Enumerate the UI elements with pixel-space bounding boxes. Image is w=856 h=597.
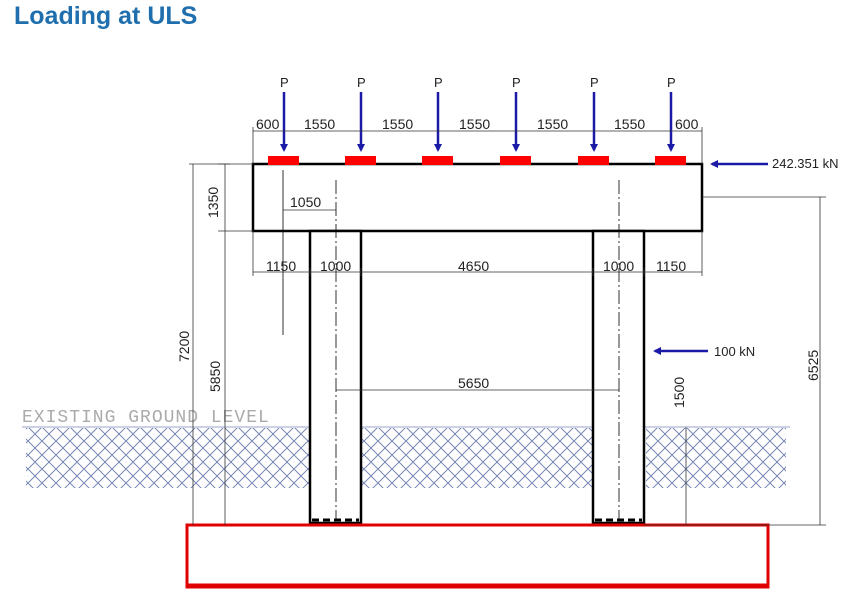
pier-cap <box>251 162 704 233</box>
column-horizontal-load-label: 100 kN <box>714 344 755 359</box>
dim-column-centres: 5650 <box>458 375 489 391</box>
dim-bottom-2: 1000 <box>320 258 351 274</box>
point-load-label-4: P <box>512 75 521 90</box>
left-column <box>308 229 363 525</box>
dim-total-height: 7200 <box>176 331 192 362</box>
point-load-label-5: P <box>590 75 599 90</box>
dim-top-4: 1550 <box>459 116 490 132</box>
dim-column-offset: 1050 <box>290 194 321 210</box>
dim-top-2: 1550 <box>304 116 335 132</box>
dim-top-6: 1550 <box>614 116 645 132</box>
bearing-pads <box>268 156 686 165</box>
dim-column-height: 5850 <box>207 361 223 392</box>
dim-top-5: 1550 <box>537 116 568 132</box>
dim-top-7: 600 <box>675 116 699 132</box>
dim-bottom-4: 1000 <box>603 258 634 274</box>
dim-bottom-1: 1150 <box>266 258 296 274</box>
point-load-label-1: P <box>280 75 289 90</box>
dim-top-3: 1550 <box>382 116 413 132</box>
dim-cap-depth: 1350 <box>205 187 221 218</box>
point-load-label-2: P <box>357 75 366 90</box>
dim-load-height: 1500 <box>671 377 687 408</box>
point-load-label-3: P <box>434 75 443 90</box>
deck-horizontal-load-label: 242.351 kN <box>772 156 839 171</box>
ground-hatch <box>26 428 786 488</box>
footing <box>185 523 770 589</box>
dim-top-1: 600 <box>256 116 280 132</box>
point-loads <box>280 92 675 152</box>
page-title: Loading at ULS <box>14 2 198 30</box>
dim-bottom-5: 1150 <box>656 258 686 274</box>
dim-right-height: 6525 <box>805 350 821 381</box>
dim-bottom-3: 4650 <box>458 258 489 274</box>
right-column <box>591 229 646 525</box>
ground-level-label: EXISTING GROUND LEVEL <box>22 408 270 428</box>
point-load-label-6: P <box>667 75 676 90</box>
dimension-lines <box>189 127 826 526</box>
